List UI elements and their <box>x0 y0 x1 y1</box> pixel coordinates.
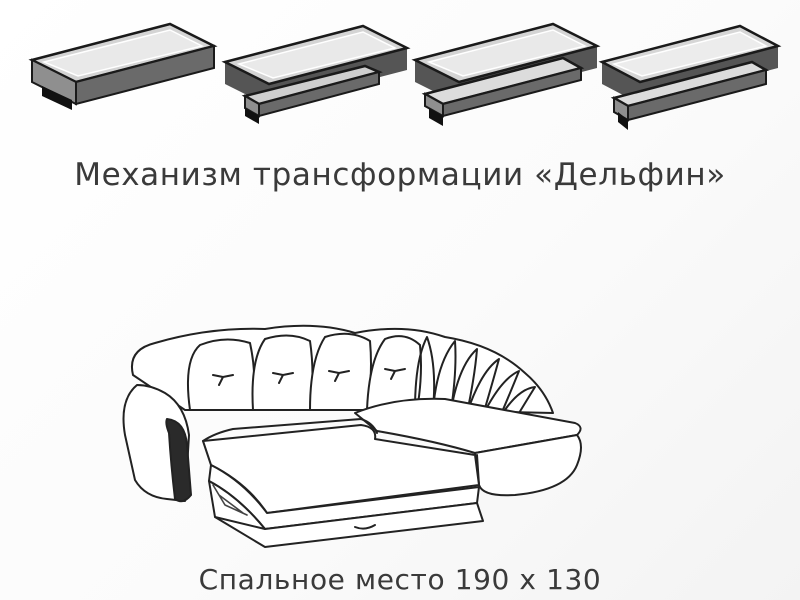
pull-out-frame <box>208 480 484 548</box>
back-cushion <box>187 338 256 411</box>
chaise-base <box>474 434 582 497</box>
chaise-seat <box>354 397 582 454</box>
sofa-illustration <box>115 315 595 560</box>
transformation-steps <box>0 0 800 150</box>
back-cushion <box>251 334 314 411</box>
mechanism-caption: Механизм трансформации «Дельфин» <box>74 157 726 193</box>
armrest-roll <box>165 418 192 503</box>
corner-sofa-folded-icon <box>22 12 222 142</box>
corner-sofa-unfolded-icon <box>592 12 792 142</box>
corner-sofa-extending-icon <box>405 12 605 142</box>
sleeping-caption: Спальное место 190 х 130 <box>198 563 602 596</box>
corner-sofa-opening-icon <box>215 12 415 142</box>
